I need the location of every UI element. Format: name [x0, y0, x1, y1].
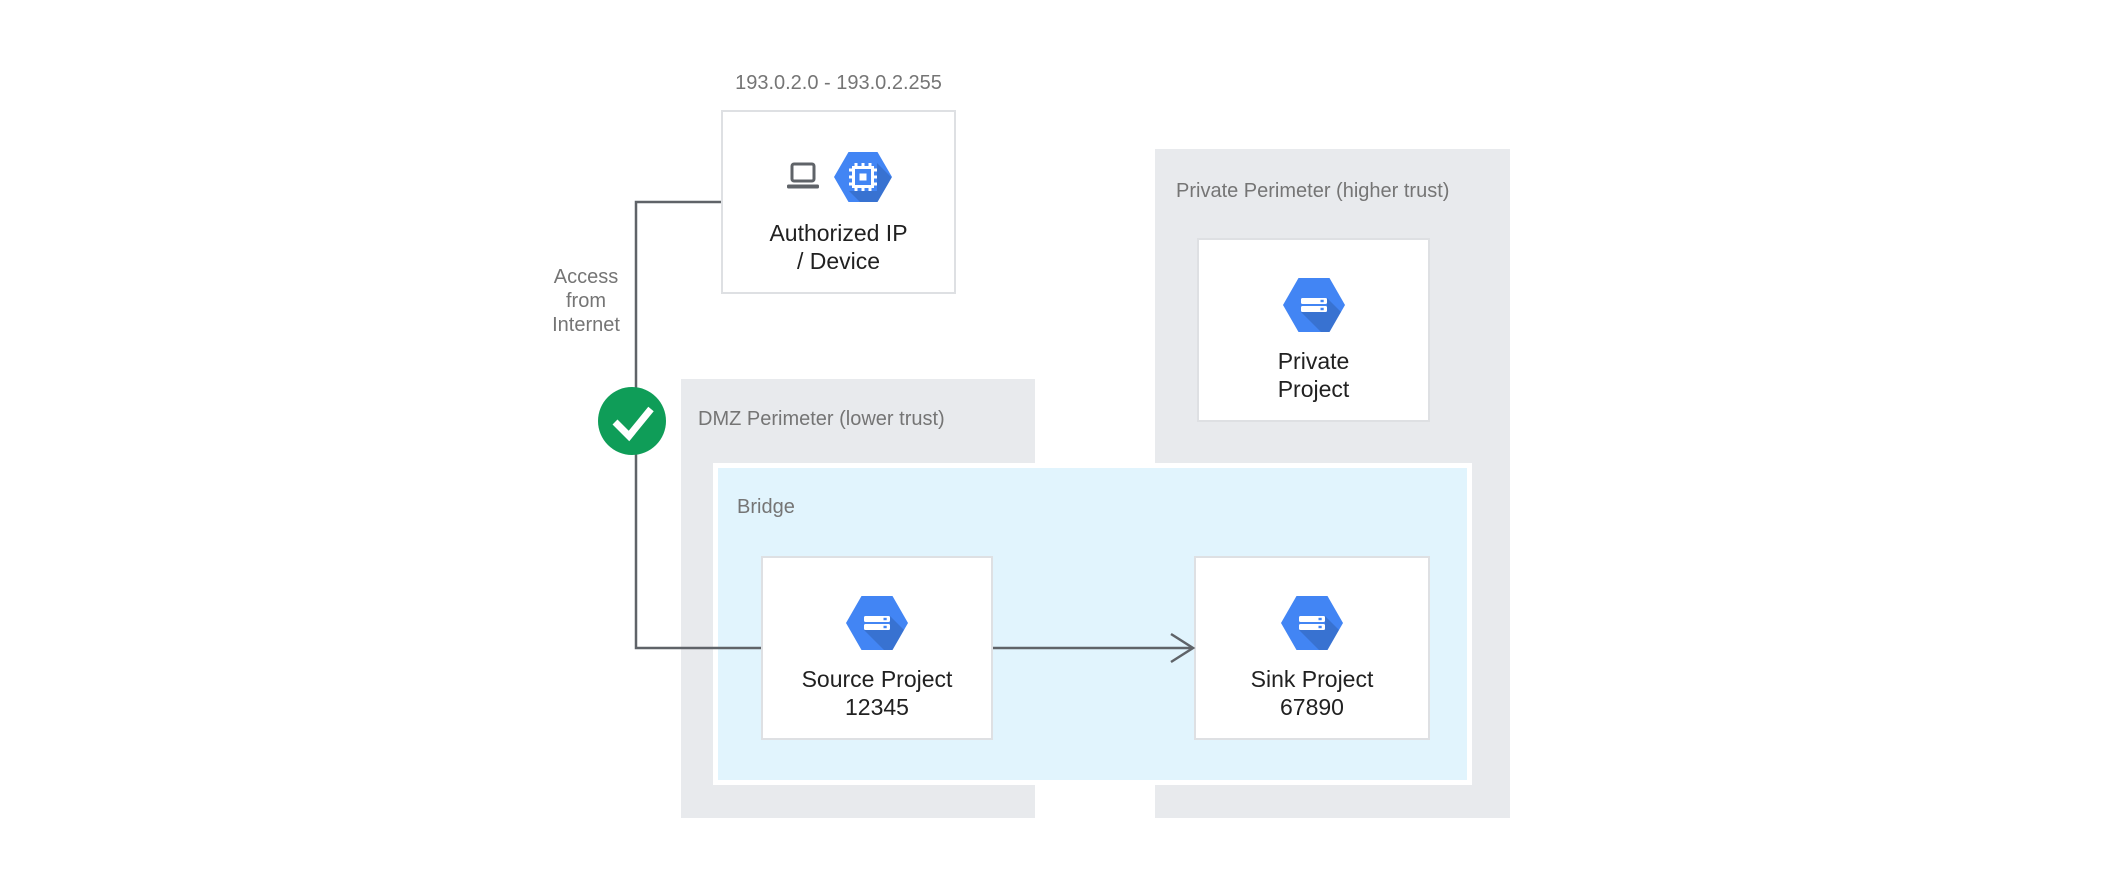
project-server-hexagon-icon: [846, 596, 908, 650]
private-node-label: Private Project: [1277, 348, 1350, 402]
source-node-label: Source Project 12345: [801, 666, 953, 720]
access-from-internet-label: Access from Internet: [552, 266, 620, 336]
sink-project-node: Sink Project 67890: [1194, 556, 1430, 740]
private-node-icons: [1283, 278, 1345, 332]
ip-range-label: 193.0.2.0 - 193.0.2.255: [735, 72, 942, 94]
sink-node-label: Sink Project 67890: [1250, 666, 1374, 720]
dmz-perimeter-label: DMZ Perimeter (lower trust): [698, 408, 945, 430]
authorized-node-icons: [786, 150, 892, 204]
project-server-hexagon-icon: [1281, 596, 1343, 650]
laptop-icon: [786, 162, 820, 192]
authorized-node-label: Authorized IP / Device: [769, 220, 908, 274]
authorized-ip-device-node: Authorized IP / Device: [721, 110, 956, 294]
private-project-node: Private Project: [1197, 238, 1430, 422]
sink-node-icons: [1281, 596, 1343, 650]
source-project-node: Source Project 12345: [761, 556, 993, 740]
check-circle-icon: [598, 387, 666, 455]
source-node-icons: [846, 596, 908, 650]
compute-chip-hexagon-icon: [834, 152, 892, 202]
private-perimeter-label: Private Perimeter (higher trust): [1176, 180, 1450, 202]
bridge-label: Bridge: [737, 496, 795, 518]
project-server-hexagon-icon: [1283, 278, 1345, 332]
